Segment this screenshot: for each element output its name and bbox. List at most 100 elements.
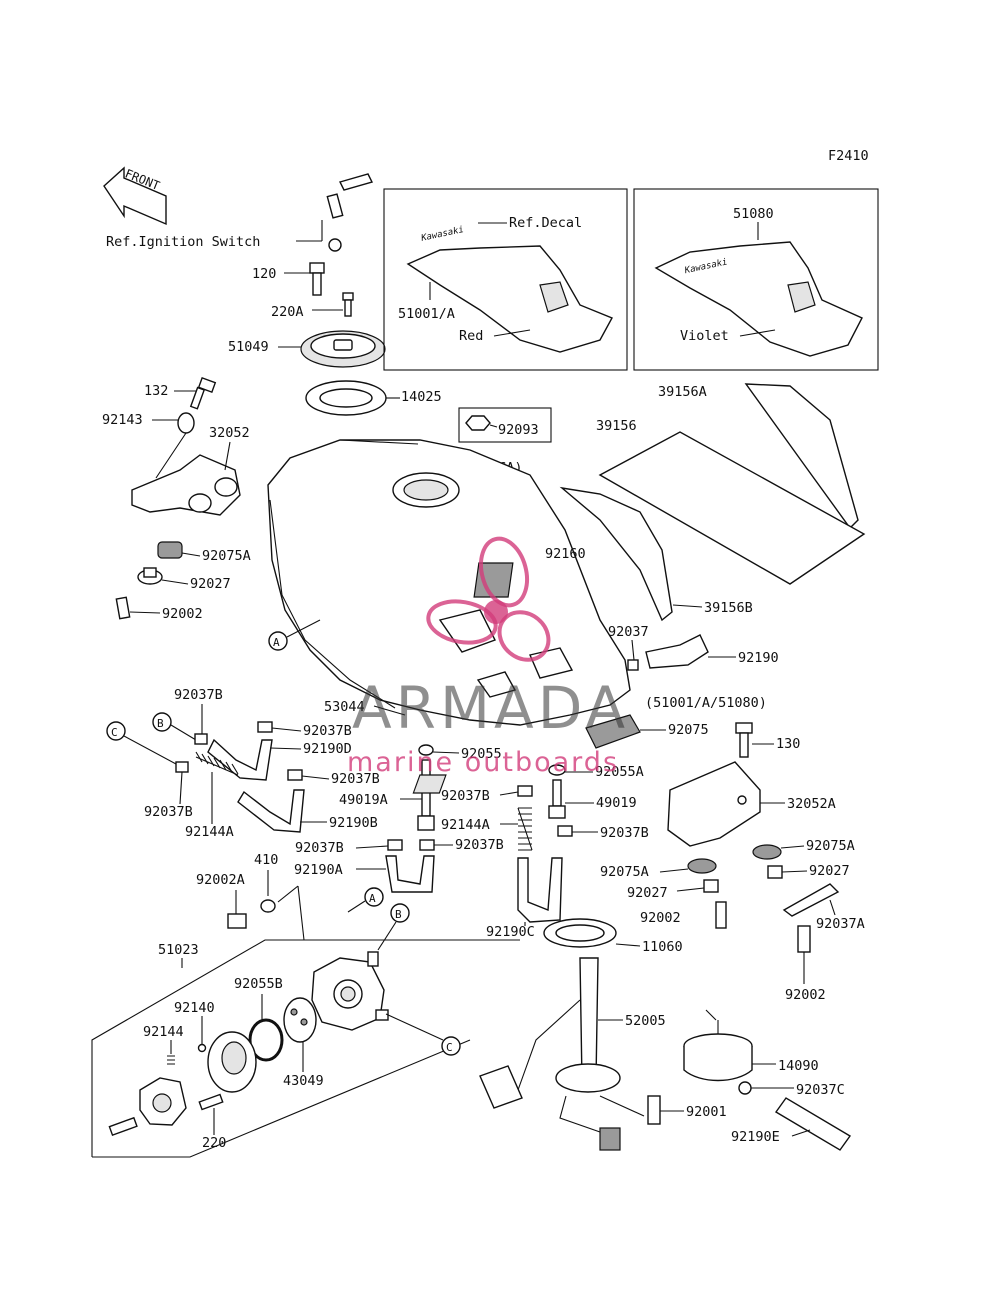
hose-92190a-icon (385, 855, 435, 893)
clamp-92037b-7-icon (387, 839, 403, 851)
valve-49019-icon (548, 779, 566, 819)
oring-92055b-icon (248, 1018, 284, 1062)
diaphragm-43049-icon (283, 997, 317, 1043)
label-92190e: 92190E (731, 1129, 780, 1145)
bolt-220-icon (198, 1093, 224, 1111)
label-92190a: 92190A (294, 862, 343, 878)
label-92001: 92001 (686, 1104, 727, 1120)
bolt-92002-mid-icon (715, 901, 727, 929)
label-220a: 220A (271, 304, 304, 320)
bolt-220a-icon (342, 292, 354, 317)
label-92055: 92055 (461, 746, 502, 762)
front-arrow-icon: FRONT (103, 166, 167, 226)
label-92027-left: 92027 (190, 576, 231, 592)
label-92075: 92075 (668, 722, 709, 738)
label-92002-mid: 92002 (640, 910, 681, 926)
callout-a-tank: A (268, 631, 288, 651)
fuel-tank-53044-icon (267, 439, 631, 726)
label-51080: 51080 (733, 206, 774, 222)
label-43049: 43049 (283, 1073, 324, 1089)
label-92190c: 92190C (486, 924, 535, 940)
collar-92027-right2-icon (703, 879, 719, 893)
spring-92144a-mid-icon (517, 807, 533, 851)
hose-92190d-icon (207, 738, 273, 781)
ref-decal-label: Ref.Decal (509, 215, 582, 231)
watermark-brand: ARMADA (352, 674, 629, 742)
label-92002-right: 92002 (785, 987, 826, 1003)
callout-a-pump: A (364, 887, 384, 907)
propeller-logo-icon (426, 536, 551, 662)
figure-code: F2410 (828, 148, 869, 164)
label-92037b-1: 92037B (174, 687, 223, 703)
plate-92037a-icon (782, 883, 840, 917)
filter-14090-icon (683, 1033, 753, 1082)
label-51049: 51049 (228, 339, 269, 355)
damper-92075-icon (585, 714, 641, 749)
callout-c-pump: C (441, 1036, 461, 1056)
clamp-92037b-4-icon (517, 785, 533, 797)
label-92190: 92190 (738, 650, 779, 666)
pad-39156a-icon (744, 383, 859, 530)
label-32052a: 32052A (787, 796, 836, 812)
bolt-130-icon (735, 722, 753, 758)
washer-410-icon (260, 899, 276, 913)
hose-92190b-icon (237, 789, 305, 833)
label-51023: 51023 (158, 942, 199, 958)
label-120: 120 (252, 266, 276, 282)
tank-cover-51001a-icon: Kawasaki (406, 225, 613, 353)
label-220: 220 (202, 1135, 226, 1151)
oring-92055-icon (418, 744, 434, 756)
clamp-92037b-6-icon (557, 825, 573, 837)
label-132: 132 (144, 383, 168, 399)
damper-92075a-right-icon (752, 844, 782, 860)
label-92075a-right2: 92075A (600, 864, 649, 880)
label-92093: 92093 (498, 422, 539, 438)
pad-39156b-icon (559, 486, 673, 622)
decal-box-51080 (633, 188, 879, 371)
label-39156b: 39156B (704, 600, 753, 616)
hose-92190-icon (645, 634, 709, 669)
label-92037b-7: 92037B (295, 840, 344, 856)
label-51001a-51080: (51001/A/51080) (645, 695, 767, 711)
label-92075a-right: 92075A (806, 838, 855, 854)
bolt-92002-right-icon (797, 925, 811, 953)
label-32052: 32052 (209, 425, 250, 441)
clamp-92037b-2-icon (257, 721, 273, 733)
label-14090: 14090 (778, 1058, 819, 1074)
label-92037b-3: 92037B (331, 771, 380, 787)
label-92037b-6: 92037B (600, 825, 649, 841)
spring-92144-icon (167, 1055, 175, 1065)
label-92160: 92160 (545, 546, 586, 562)
label-52005: 52005 (625, 1013, 666, 1029)
clamp-92037b-8-icon (419, 839, 435, 851)
svg-text:A: A (273, 636, 280, 649)
collar-92027-right-icon (767, 865, 783, 879)
svg-text:B: B (395, 908, 402, 921)
label-92027-right: 92027 (809, 863, 850, 879)
fuel-gauge-52005-icon (479, 957, 621, 1151)
label-92190d: 92190D (303, 741, 352, 757)
label-92037b-8: 92037B (455, 837, 504, 853)
armada-watermark: ARMADA marine outboards (347, 536, 629, 778)
label-92002a: 92002A (196, 872, 245, 888)
bolt-132-icon (189, 377, 217, 410)
label-92144: 92144 (143, 1024, 184, 1040)
bolt-pump-icon (108, 1116, 138, 1137)
clamp-92037b-3-icon (287, 769, 303, 781)
cap-gasket-14025-icon (305, 380, 387, 416)
label-92144a-mid: 92144A (441, 817, 490, 833)
label-92037c: 92037C (796, 1082, 845, 1098)
label-39156a: 39156A (658, 384, 707, 400)
label-11060: 11060 (642, 939, 683, 955)
label-130: 130 (776, 736, 800, 752)
label-51001a: 51001/A (398, 306, 455, 322)
fuel-pump-51023-icon (311, 951, 389, 1031)
label-92037b-5: 92037B (144, 804, 193, 820)
callout-b-pump: B (390, 903, 410, 923)
box-92093 (458, 407, 552, 443)
label-92027-right2: 92027 (627, 885, 668, 901)
ignition-keys-icon (326, 173, 374, 252)
hose-92190e-icon (774, 1097, 852, 1151)
nut-92093-icon (465, 415, 491, 431)
